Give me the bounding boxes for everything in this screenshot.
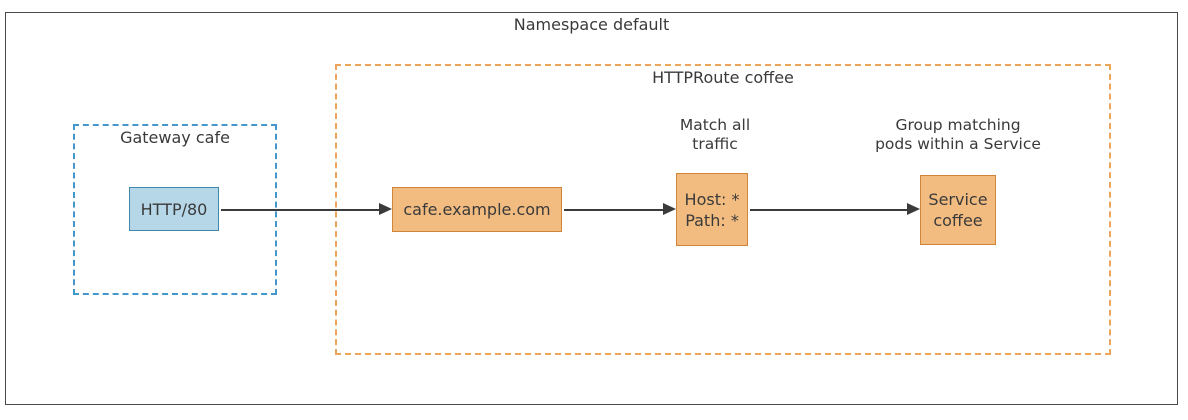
match-annotation-line2: traffic [692, 135, 738, 153]
arrowhead-listener-to-hostname-icon [379, 203, 392, 215]
match-annotation: Match all traffic [655, 116, 775, 154]
match-rule-path: Path: * [685, 210, 739, 230]
gateway-listener-label: HTTP/80 [140, 199, 208, 219]
arrowhead-match-to-service-icon [907, 203, 920, 215]
service-label-line1: Service [928, 190, 988, 209]
arrow-match-to-service [750, 208, 909, 211]
namespace-label: Namespace default [513, 15, 670, 34]
hostname-label: cafe.example.com [403, 200, 551, 219]
arrow-listener-to-hostname [221, 208, 381, 211]
service-label-line2: coffee [933, 211, 983, 230]
arrowhead-hostname-to-match-icon [663, 203, 676, 215]
backend-annotation-line2: pods within a Service [875, 135, 1041, 153]
gateway-label: Gateway cafe [120, 128, 230, 147]
gateway-listener-node: HTTP/80 [129, 187, 219, 231]
match-rule-host: Host: * [684, 189, 740, 209]
match-annotation-line1: Match all [679, 116, 751, 134]
match-rule-node: Host: * Path: * [676, 173, 748, 246]
hostname-node: cafe.example.com [392, 187, 562, 232]
namespace-boundary: Namespace default [5, 12, 1178, 405]
backend-annotation: Group matching pods within a Service [848, 116, 1068, 154]
httproute-label: HTTPRoute coffee [652, 68, 794, 87]
service-node: Service coffee [920, 175, 996, 245]
backend-annotation-line1: Group matching [895, 116, 1021, 134]
arrow-hostname-to-match [564, 208, 665, 211]
